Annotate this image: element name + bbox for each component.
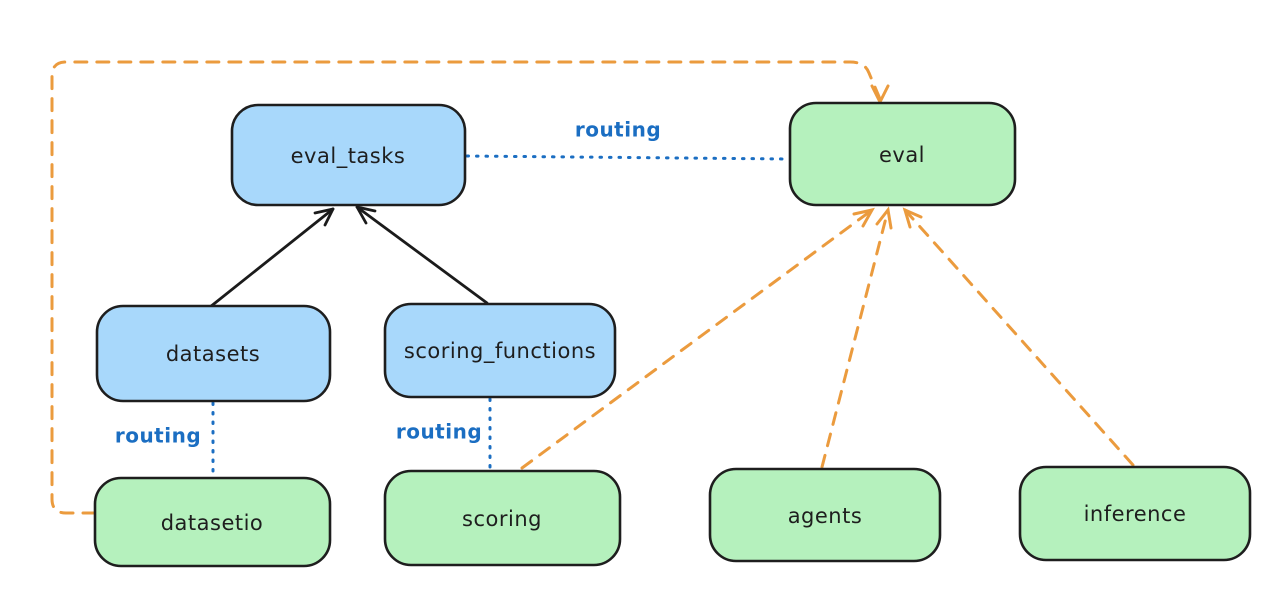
node-datasets-label: datasets [166,342,260,366]
edge-datasetio-to-eval-arrowhead [870,84,890,106]
node-scoring-functions[interactable]: scoring_functions [383,302,617,399]
node-inference-label: inference [1084,502,1187,526]
edge-label-routing-1: routing [575,118,661,142]
edge-scoring-functions-to-eval-tasks [355,205,489,305]
edge-label-routing-3: routing [396,420,482,444]
node-datasetio[interactable]: datasetio [93,476,332,568]
node-agents[interactable]: agents [708,467,942,563]
edge-scoring-functions-to-eval-tasks-arrowhead [355,205,377,225]
edge-scoring-to-eval-arrowhead [852,207,875,228]
node-scoring[interactable]: scoring [383,469,622,567]
edge-inference-to-eval [903,208,1135,467]
edge-eval-tasks-to-eval-routing [465,154,790,161]
edge-datasetio-to-eval [50,60,882,515]
node-eval-tasks-label: eval_tasks [291,144,406,169]
edge-agents-to-eval-arrowhead [875,206,893,230]
node-scoring-label: scoring [462,507,542,531]
node-scoring-functions-label: scoring_functions [404,339,596,364]
node-eval[interactable]: eval [788,101,1017,207]
node-agents-label: agents [788,504,863,528]
edge-inference-to-eval-arrowhead [902,207,923,229]
edge-label-routing-2: routing [115,424,201,448]
edge-agents-to-eval [820,208,890,469]
edge-datasets-to-eval-tasks [208,207,335,309]
node-eval-tasks[interactable]: eval_tasks [230,103,467,207]
node-datasetio-label: datasetio [161,511,264,535]
node-datasets[interactable]: datasets [95,304,332,403]
node-eval-label: eval [879,143,925,167]
edge-scoring-to-eval [520,208,874,470]
edge-datasets-to-eval-tasks-arrowhead [313,207,335,227]
node-inference[interactable]: inference [1018,465,1252,562]
